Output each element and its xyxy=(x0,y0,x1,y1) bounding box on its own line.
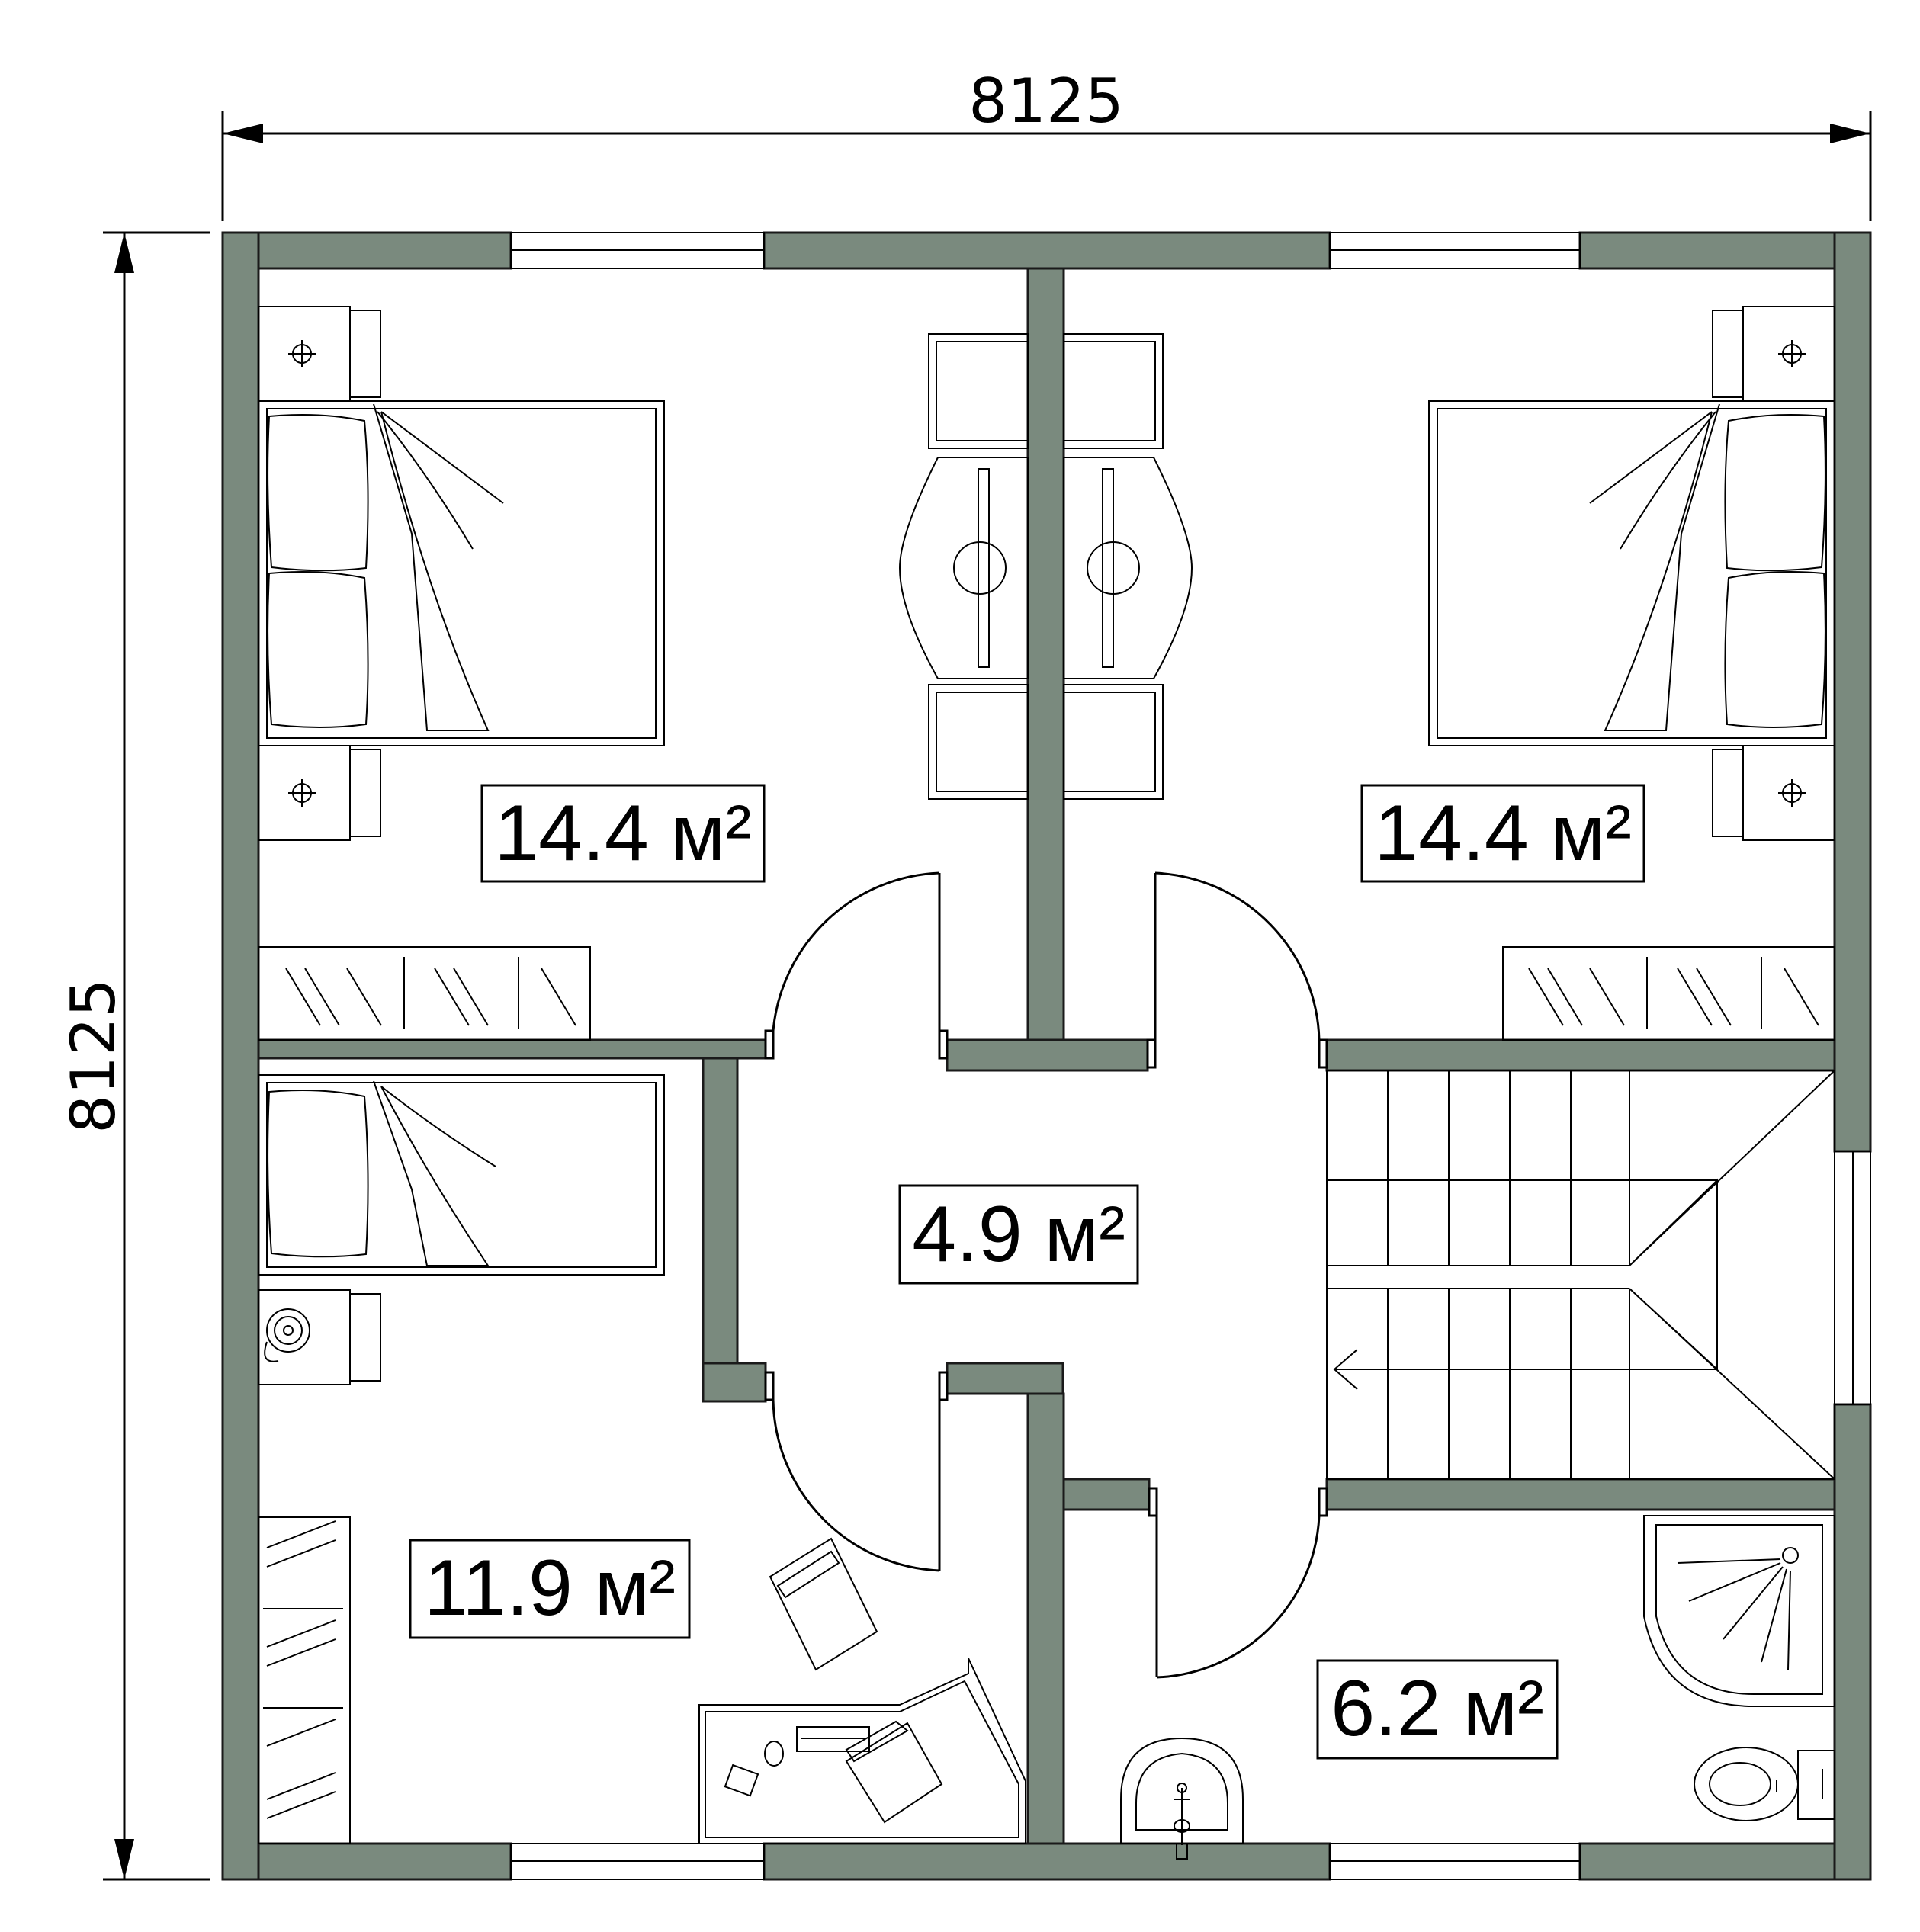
toilet-icon xyxy=(1694,1747,1835,1821)
dimension-top-label: 8125 xyxy=(968,66,1124,136)
window-top-right xyxy=(1329,232,1581,269)
phone-icon xyxy=(724,1764,759,1797)
window-bottom-right xyxy=(1329,1843,1581,1880)
bedroom-top-left-furniture xyxy=(258,306,665,1041)
area-value: 14.4 м² xyxy=(1374,789,1631,878)
shower-icon xyxy=(1643,1515,1835,1707)
dimension-left-label: 8125 xyxy=(58,978,129,1134)
area-label-hall: 4.9 м² xyxy=(898,1184,1139,1285)
bedroom-bottom-left-furniture xyxy=(258,1074,1026,1844)
doors xyxy=(764,871,1328,1679)
fan-icon xyxy=(264,1308,310,1362)
dimension-top: 8125 xyxy=(221,66,1872,221)
bathroom-fixtures xyxy=(1120,1515,1835,1860)
chair-icon xyxy=(769,1537,878,1671)
lamp-icon xyxy=(288,779,316,807)
lamp-icon xyxy=(1778,779,1806,807)
mouse-icon xyxy=(764,1741,784,1767)
sink-icon xyxy=(1120,1737,1244,1860)
window-bottom-left xyxy=(510,1843,765,1880)
window-right xyxy=(1834,1151,1871,1405)
door-bedroom-bottom-left xyxy=(764,1371,949,1572)
keyboard-icon xyxy=(796,1726,870,1752)
windows xyxy=(510,232,1871,1880)
door-bedroom-top-left xyxy=(764,871,949,1060)
area-label-bedroom-top-left: 14.4 м² xyxy=(480,784,766,883)
exterior-walls xyxy=(221,231,1872,1881)
lamp-icon xyxy=(288,340,316,367)
staircase xyxy=(1326,1070,1835,1480)
area-value: 6.2 м² xyxy=(1331,1664,1544,1753)
area-label-bedroom-bottom-left: 11.9 м² xyxy=(409,1539,691,1639)
door-bathroom xyxy=(1148,1487,1328,1679)
door-bedroom-top-right xyxy=(1146,871,1328,1069)
area-value: 14.4 м² xyxy=(494,789,751,878)
lamp-icon xyxy=(1778,340,1806,367)
area-value: 4.9 м² xyxy=(912,1190,1125,1279)
chair-icon xyxy=(845,1720,943,1824)
window-top-left xyxy=(510,232,765,269)
desk-pair xyxy=(898,333,1193,800)
area-value: 11.9 м² xyxy=(424,1544,676,1632)
area-label-bedroom-top-right: 14.4 м² xyxy=(1360,784,1645,883)
bedroom-top-right-furniture xyxy=(1428,306,1835,1041)
dimension-left: 8125 xyxy=(58,231,210,1881)
area-label-bathroom: 6.2 м² xyxy=(1316,1659,1559,1760)
